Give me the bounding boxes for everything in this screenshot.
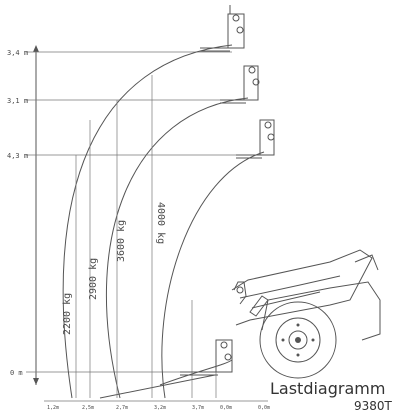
height-axis-arrow-top-icon bbox=[33, 45, 39, 52]
wheel-icon bbox=[259, 301, 337, 379]
load-label-4: 4000 kg bbox=[155, 202, 166, 244]
height-label-2: 3,1 m bbox=[7, 97, 28, 105]
load-arc-base bbox=[99, 374, 216, 399]
fork-attachment-ground bbox=[180, 339, 233, 376]
load-label-1: 2200 kg bbox=[62, 293, 73, 335]
load-arc-lower bbox=[159, 359, 233, 386]
height-label-3: 4,3 m bbox=[7, 152, 28, 160]
fork-attachment-middle bbox=[220, 65, 260, 104]
height-axis-arrow-bottom-icon bbox=[33, 378, 39, 385]
reach-label-4: 3,2m bbox=[154, 405, 166, 411]
load-arc-outer bbox=[62, 44, 233, 399]
reach-label-2: 2,5m bbox=[82, 405, 94, 411]
reach-label-7: 0,0m bbox=[258, 405, 270, 411]
load-arc-3 bbox=[161, 151, 265, 399]
load-arc-2 bbox=[105, 97, 249, 399]
reach-label-3: 2,7m bbox=[116, 405, 128, 411]
diagram-title: Lastdiagramm bbox=[270, 379, 385, 398]
reach-label-6: 0,0m bbox=[220, 405, 232, 411]
load-label-2: 2900 kg bbox=[88, 258, 99, 300]
load-label-3: 3600 kg bbox=[116, 220, 127, 262]
loader-machine bbox=[231, 249, 381, 379]
diagram-model: 9380T bbox=[354, 399, 393, 413]
fork-attachment-top bbox=[200, 5, 245, 52]
reach-label-1: 1,2m bbox=[47, 405, 59, 411]
fork-attachment-lower bbox=[236, 119, 275, 159]
height-label-1: 3,4 m bbox=[7, 49, 28, 57]
reach-label-5: 3,7m bbox=[192, 405, 204, 411]
height-label-ground: 0 m bbox=[10, 369, 23, 377]
